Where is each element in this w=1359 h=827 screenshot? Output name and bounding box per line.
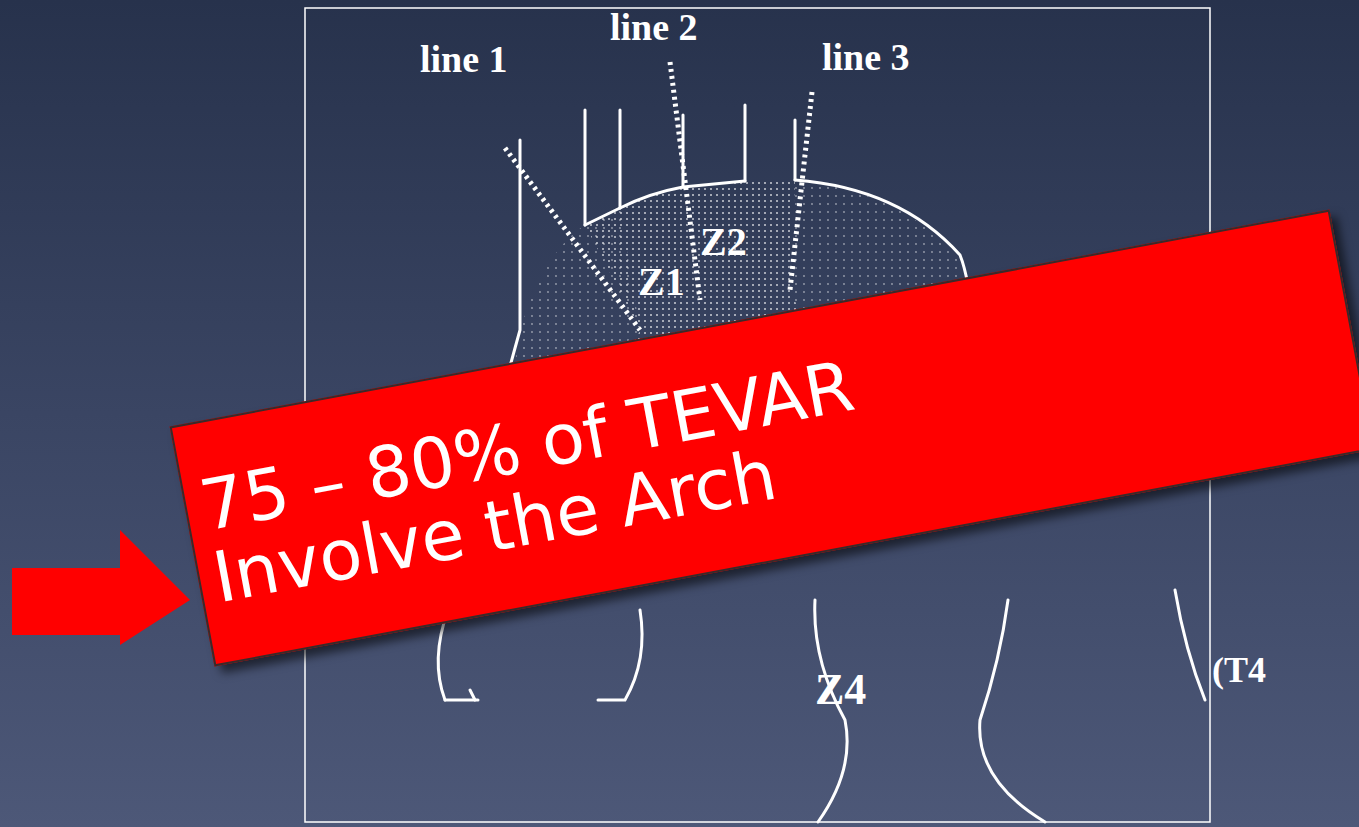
line-label: line 1: [420, 40, 508, 78]
arch-outer-wall: [585, 181, 745, 225]
zone-dividing-lines: [505, 62, 812, 330]
descending-aorta-wall: [980, 600, 1045, 822]
vertebra-label: (T4: [1212, 652, 1266, 688]
line-1: [505, 148, 640, 330]
zone-label: Z2: [700, 222, 747, 262]
zone-label: Z4: [815, 668, 866, 712]
line-label: line 2: [610, 8, 698, 46]
pointer-arrow: [12, 530, 190, 645]
banner-text: 75 – 80% of TEVAR Involve the Arch: [194, 302, 1125, 616]
aortic-root: [598, 610, 642, 700]
zone-label: Z1: [638, 262, 685, 302]
zone-1-shading: [585, 187, 700, 330]
outer-bracket: [1175, 590, 1205, 700]
zone-2-shading: [683, 180, 795, 300]
line-label: line 3: [822, 38, 910, 76]
line-3: [790, 92, 812, 290]
